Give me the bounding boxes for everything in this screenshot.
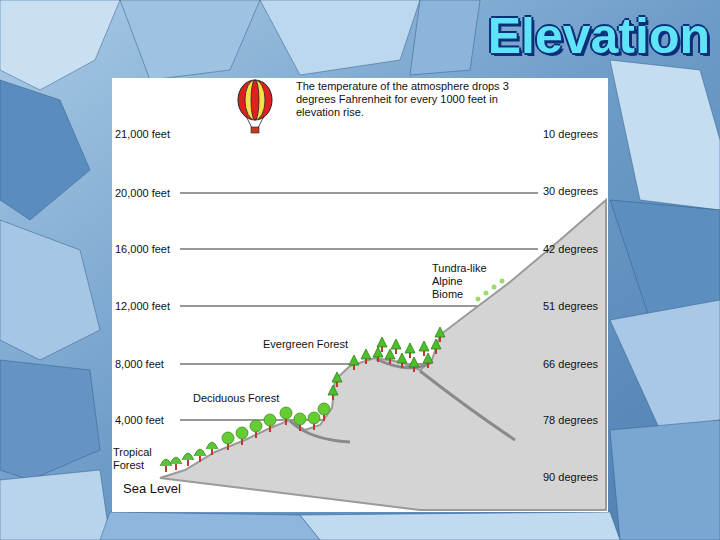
alpine-plant xyxy=(476,297,481,302)
mountain-shape xyxy=(160,200,606,510)
tropical-plant xyxy=(170,457,182,470)
deciduous-tree xyxy=(318,403,330,421)
deciduous-tree xyxy=(308,412,320,430)
alpine-plant xyxy=(484,291,489,296)
deciduous-tree xyxy=(250,420,262,438)
biome-label: Tropical Forest xyxy=(113,446,163,472)
evergreen-tree xyxy=(435,327,445,342)
elevation-label: 4,000 feet xyxy=(115,414,164,427)
tropical-plant xyxy=(182,453,194,466)
vegetation xyxy=(160,279,505,473)
evergreen-tree xyxy=(377,337,387,352)
deciduous-tree xyxy=(294,413,306,431)
alpine-plant xyxy=(492,285,497,290)
evergreen-tree xyxy=(409,357,419,372)
evergreen-tree xyxy=(397,353,407,368)
temperature-label: 51 degrees xyxy=(543,300,598,313)
alpine-plant xyxy=(500,279,505,284)
page-title: Elevation xyxy=(488,8,710,64)
biome-label: Tundra-like Alpine Biome xyxy=(432,262,494,301)
elevation-label: 20,000 feet xyxy=(115,187,170,200)
temperature-label: 10 degrees xyxy=(543,128,598,141)
temperature-label: 90 degrees xyxy=(543,471,598,484)
tropical-plant xyxy=(160,459,172,472)
elevation-label: 12,000 feet xyxy=(115,300,170,313)
evergreen-tree xyxy=(328,385,338,400)
elevation-label: 21,000 feet xyxy=(115,128,170,141)
elevation-label: 16,000 feet xyxy=(115,243,170,256)
ridge-line xyxy=(420,371,515,440)
evergreen-tree xyxy=(405,343,415,358)
evergreen-tree xyxy=(385,349,395,364)
temperature-label: 78 degrees xyxy=(543,414,598,427)
evergreen-tree xyxy=(332,372,342,387)
evergreen-tree xyxy=(419,341,429,356)
temperature-label: 30 degrees xyxy=(543,185,598,198)
biome-label: Evergreen Forest xyxy=(263,338,348,351)
evergreen-tree xyxy=(361,349,371,364)
deciduous-tree xyxy=(264,414,276,432)
evergreen-tree xyxy=(373,347,383,362)
tropical-plant xyxy=(194,449,206,462)
deciduous-tree xyxy=(222,432,234,450)
deciduous-tree xyxy=(280,407,292,425)
temperature-label: 42 degrees xyxy=(543,243,598,256)
evergreen-tree xyxy=(349,355,359,370)
evergreen-tree xyxy=(391,339,401,354)
temperature-label: 66 degrees xyxy=(543,358,598,371)
sea-level-label: Sea Level xyxy=(123,481,181,496)
elevation-label: 8,000 feet xyxy=(115,358,164,371)
hot-air-balloon xyxy=(238,80,272,133)
deciduous-tree xyxy=(236,427,248,445)
biome-label: Deciduous Forest xyxy=(193,392,279,405)
white-panel xyxy=(112,78,608,512)
tropical-plant xyxy=(206,442,218,455)
note-text: The temperature of the atmosphere drops … xyxy=(296,80,511,119)
